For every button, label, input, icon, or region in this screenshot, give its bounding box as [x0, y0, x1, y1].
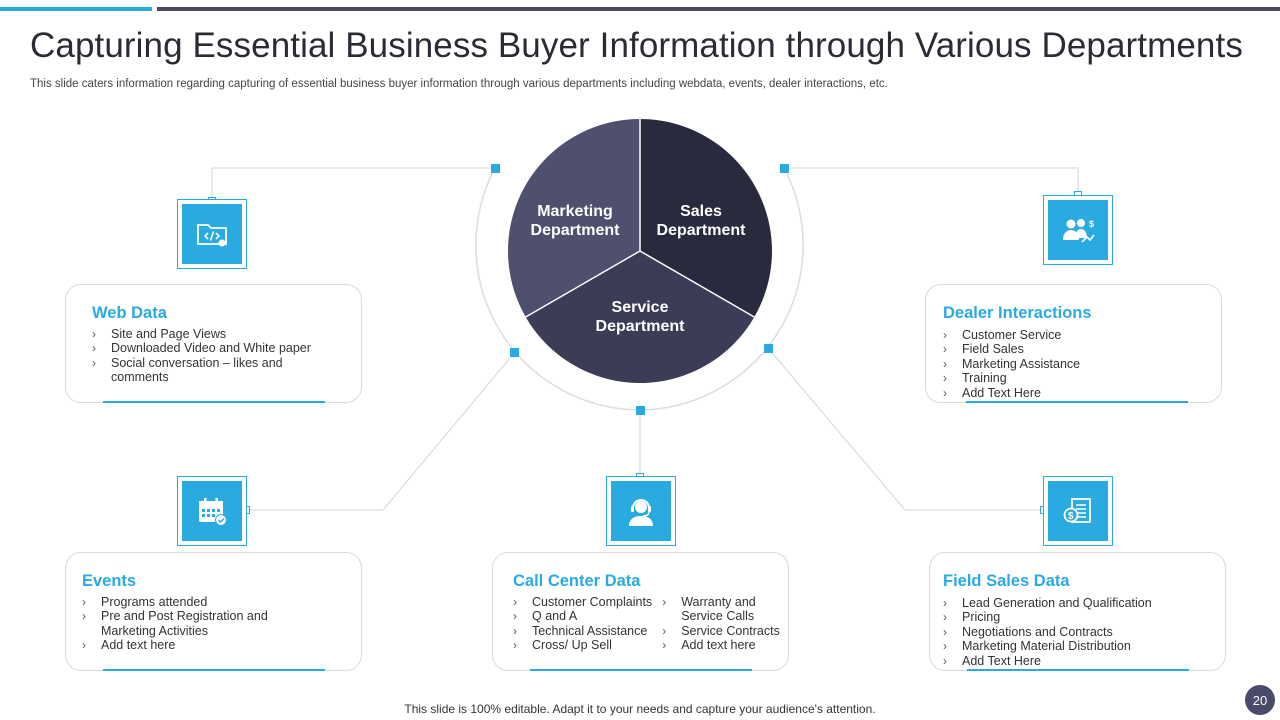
connector-field-sales [767, 347, 1044, 511]
ring-node-events [510, 348, 519, 357]
list-item: Training [943, 371, 1080, 386]
pie-label-sales-1: Sales [680, 203, 722, 220]
web-data-list: Site and Page Views Downloaded Video and… [92, 327, 311, 385]
code-folder-icon [197, 224, 227, 247]
top-accent-bar-dark [157, 7, 1280, 11]
list-item: Q and A [513, 609, 652, 624]
list-item-continuation: comments [111, 370, 169, 385]
page-number-badge: 20 [1245, 685, 1275, 715]
card-underline [966, 401, 1188, 403]
list-item: Social conversation – likes and [92, 356, 311, 371]
connector-web-data [211, 167, 495, 201]
list-item: Site and Page Views [92, 327, 311, 342]
field-sales-card: Field Sales Data Lead Generation and Qua… [929, 552, 1226, 671]
dealer-list: Customer Service Field Sales Marketing A… [943, 328, 1080, 400]
list-item: Add text here [662, 638, 780, 653]
pie-divider [525, 250, 641, 318]
list-item: Negotiations and Contracts [943, 625, 1152, 640]
list-item: Service Contracts [662, 624, 780, 639]
pie-label-service-1: Service [612, 299, 669, 316]
footer-note: This slide is 100% editable. Adapt it to… [404, 702, 876, 716]
list-item: Customer Complaints [513, 595, 652, 610]
list-item: Lead Generation and Qualification [943, 596, 1152, 611]
ring-node-call-center [636, 406, 645, 415]
pie-segment-service [525, 251, 755, 383]
card-underline [530, 669, 752, 671]
call-center-list-col1: Customer Complaints Q and A Technical As… [513, 595, 652, 653]
list-item: Marketing Assistance [943, 357, 1080, 372]
card-underline [103, 669, 325, 671]
pie-label-service-2: Department [596, 318, 686, 335]
field-sales-list: Lead Generation and Qualification Pricin… [943, 596, 1152, 668]
slide-subtitle: This slide caters information regarding … [30, 78, 888, 90]
call-center-title: Call Center Data [513, 572, 641, 590]
events-card: Events Programs attended Pre and Post Re… [65, 552, 362, 671]
list-item: Technical Assistance [513, 624, 652, 639]
list-item: Add text here [82, 638, 268, 653]
call-center-columns: Customer Complaints Q and A Technical As… [513, 595, 780, 653]
card-underline [103, 401, 325, 403]
list-item: Add Text Here [943, 654, 1152, 669]
svg-text:$: $ [1089, 219, 1094, 229]
call-center-list-col2: Warranty and Service Calls Service Contr… [662, 595, 780, 653]
call-center-icon-box [606, 476, 676, 546]
list-item: Downloaded Video and White paper [92, 341, 311, 356]
events-list: Programs attended Pre and Post Registrat… [82, 595, 268, 653]
list-item: Programs attended [82, 595, 268, 610]
field-sales-title: Field Sales Data [943, 572, 1070, 590]
calendar-check-icon [199, 498, 227, 526]
list-item: Add Text Here [943, 386, 1080, 401]
pie-divider [639, 250, 755, 318]
pie-segment-marketing [508, 119, 640, 317]
events-title: Events [82, 572, 137, 590]
web-data-title: Web Data [92, 304, 167, 322]
pie-label-marketing-1: Marketing [537, 203, 613, 220]
list-item: Field Sales [943, 342, 1080, 357]
ring-node-dealer [780, 164, 789, 173]
dealer-icon-box: $ [1043, 195, 1113, 265]
dollar-document-icon: $ [1063, 498, 1091, 523]
ring-node-field-sales [764, 344, 773, 353]
connector-dealer [784, 167, 1079, 195]
list-item-continuation: Marketing Activities [101, 623, 208, 638]
slide-title: Capturing Essential Business Buyer Infor… [30, 26, 1243, 65]
call-center-card: Call Center Data Customer Complaints Q a… [492, 552, 789, 671]
list-item: Cross/ Up Sell [513, 638, 652, 653]
list-item: Pricing [943, 610, 1152, 625]
list-item: Pre and Post Registration and [82, 609, 268, 624]
list-item: Customer Service [943, 328, 1080, 343]
dealer-title: Dealer Interactions [943, 304, 1092, 322]
list-item: Marketing Material Distribution [943, 639, 1152, 654]
svg-text:$: $ [1068, 511, 1074, 522]
list-item-continuation: Service Calls [681, 609, 755, 624]
pie-label-marketing-2: Department [531, 222, 621, 239]
headset-agent-icon [629, 499, 653, 526]
card-underline [967, 669, 1189, 671]
web-data-card: Web Data Site and Page Views Downloaded … [65, 284, 362, 403]
pie-segment-sales [640, 119, 772, 317]
dealer-card: Dealer Interactions Customer Service Fie… [925, 284, 1222, 403]
people-dollar-icon: $ [1063, 219, 1095, 243]
ring-node-web-data [491, 164, 500, 173]
field-sales-icon-box: $ [1043, 476, 1113, 546]
connector-events [246, 351, 516, 511]
pie-label-sales-2: Department [657, 222, 747, 239]
events-icon-box [177, 476, 247, 546]
list-item: Warranty and [662, 595, 780, 610]
top-accent-bar-blue [0, 7, 152, 11]
web-data-icon-box [177, 199, 247, 269]
